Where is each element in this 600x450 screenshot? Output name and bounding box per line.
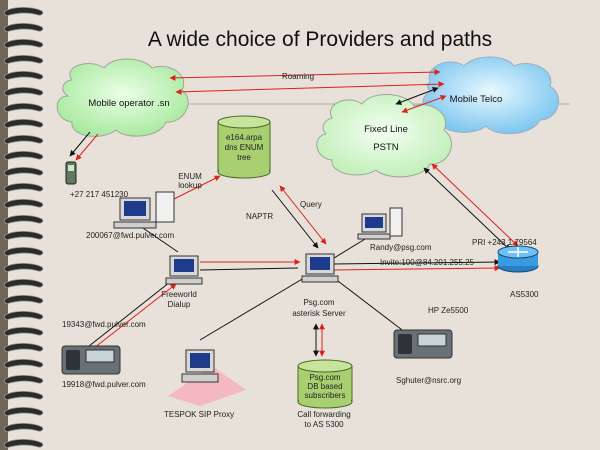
spiral-ring bbox=[3, 278, 44, 289]
callfwd-label-1: Call forwarding bbox=[297, 410, 351, 419]
user-19918-label: 19918@fwd.pulver.com bbox=[62, 380, 146, 389]
spiral-ring bbox=[3, 150, 44, 161]
slide-edge bbox=[0, 0, 8, 450]
spiral-ring bbox=[3, 422, 44, 433]
spiral-ring bbox=[3, 54, 44, 65]
spiral-ring bbox=[3, 166, 44, 177]
db-label-3: subscribers bbox=[304, 391, 346, 400]
spiral-ring bbox=[3, 118, 44, 129]
tespok-server-link bbox=[199, 277, 305, 341]
spiral-ring bbox=[3, 102, 44, 113]
enum-lookup-label-2: lookup bbox=[178, 181, 202, 190]
spiral-ring bbox=[3, 310, 44, 321]
randy-link bbox=[333, 235, 371, 259]
user-200067-label: 200067@fwd.pulver.com bbox=[86, 231, 175, 240]
spiral-ring bbox=[3, 358, 44, 369]
enum-db-label-2: dns ENUM bbox=[224, 143, 264, 152]
mobile-number-label: +27 217 451230 bbox=[70, 190, 129, 199]
spiral-ring bbox=[3, 38, 44, 49]
spiral-ring bbox=[3, 214, 44, 225]
callfwd-label-2: to AS 5300 bbox=[304, 420, 344, 429]
freeworld-label-1: Freeworld bbox=[161, 290, 197, 299]
cloud-mobile-operator bbox=[56, 58, 189, 137]
freeworld-label-2: Dialup bbox=[167, 300, 191, 309]
spiral-ring bbox=[3, 326, 44, 337]
db-label-2: DB based bbox=[307, 382, 343, 391]
fixed-line-label: Fixed Line bbox=[364, 124, 408, 135]
randy-pc-icon bbox=[357, 207, 403, 240]
ip-phone-icon-right bbox=[393, 329, 453, 359]
mobile-telco-label: Mobile Telco bbox=[449, 94, 503, 105]
desktop-pc-icon bbox=[113, 191, 175, 229]
enum-db-label-1: e164.arpa bbox=[225, 133, 263, 142]
phone1-freeworld-link bbox=[83, 281, 171, 351]
spiral-ring bbox=[3, 6, 44, 17]
pc-freeworld-link bbox=[139, 225, 179, 253]
subscriber-database bbox=[297, 359, 353, 409]
spiral-ring bbox=[3, 198, 44, 209]
spiral-ring bbox=[3, 406, 44, 417]
enum-db-label-3: tree bbox=[237, 153, 251, 162]
user-19343-label: 19343@fwd.pulver.com bbox=[62, 320, 146, 329]
as5300-label: AS5300 bbox=[510, 290, 539, 299]
fixed-telco-red-link bbox=[401, 95, 447, 113]
spiral-ring bbox=[3, 134, 44, 145]
roaming-arrow-top bbox=[169, 69, 441, 81]
tespok-label: TESPOK SIP Proxy bbox=[164, 410, 235, 419]
mobile-phone-icon bbox=[65, 161, 77, 185]
spiral-ring bbox=[3, 342, 44, 353]
invite-arrow bbox=[333, 265, 501, 272]
roaming-label: Roaming bbox=[282, 72, 315, 81]
slide-title: A wide choice of Providers and paths bbox=[147, 28, 493, 51]
server-router-link bbox=[333, 259, 501, 266]
freeworld-server-link bbox=[199, 267, 299, 271]
hp-label: HP Ze5500 bbox=[428, 306, 469, 315]
ip-phone-icon-left bbox=[61, 345, 121, 375]
spiral-ring bbox=[3, 70, 44, 81]
spiral-ring bbox=[3, 22, 44, 33]
psg-server-label-1: Psg.com bbox=[303, 298, 335, 307]
spiral-ring bbox=[3, 390, 44, 401]
cloud-fixed-line bbox=[316, 93, 452, 178]
pstn-router-red-link bbox=[431, 163, 519, 247]
spiral-ring bbox=[3, 182, 44, 193]
operator-to-mobile-line bbox=[69, 131, 91, 157]
randy-label: Randy@psg.com bbox=[370, 243, 432, 252]
spiral-ring bbox=[3, 374, 44, 385]
naptr-label: NAPTR bbox=[246, 212, 274, 221]
spiral-ring bbox=[3, 246, 44, 257]
db-label-1: Psg.com bbox=[309, 373, 341, 382]
tespok-pc-icon bbox=[168, 349, 246, 406]
pstn-label: PSTN bbox=[373, 142, 399, 153]
asterisk-server-icon bbox=[301, 253, 339, 283]
query-link bbox=[271, 189, 319, 249]
roaming-arrow-bottom bbox=[175, 81, 445, 95]
phone1-freeworld-arrow bbox=[93, 283, 177, 349]
query-label: Query bbox=[300, 200, 322, 209]
sghuter-server-link bbox=[333, 277, 411, 337]
pri-label: PRI +243 1 79564 bbox=[472, 238, 537, 247]
freeworld-pc-icon bbox=[165, 255, 203, 285]
naptr-link bbox=[279, 185, 327, 245]
invite-label: Invite:100@84.201.255.25 bbox=[380, 258, 474, 267]
enum-database bbox=[217, 115, 271, 179]
sghuter-label: Sghuter@nsrc.org bbox=[396, 376, 462, 385]
psg-server-label-2: asterisk Server bbox=[292, 309, 346, 318]
operator-to-mobile-arrow bbox=[75, 133, 99, 161]
spiral-ring bbox=[3, 86, 44, 97]
router-icon bbox=[497, 245, 539, 273]
spiral-ring bbox=[3, 438, 44, 449]
spiral-ring bbox=[3, 230, 44, 241]
enum-lookup-label-1: ENUM bbox=[178, 172, 202, 181]
mobile-operator-label: Mobile operator .sn bbox=[88, 98, 170, 109]
spiral-ring bbox=[3, 294, 44, 305]
spiral-ring bbox=[3, 262, 44, 273]
